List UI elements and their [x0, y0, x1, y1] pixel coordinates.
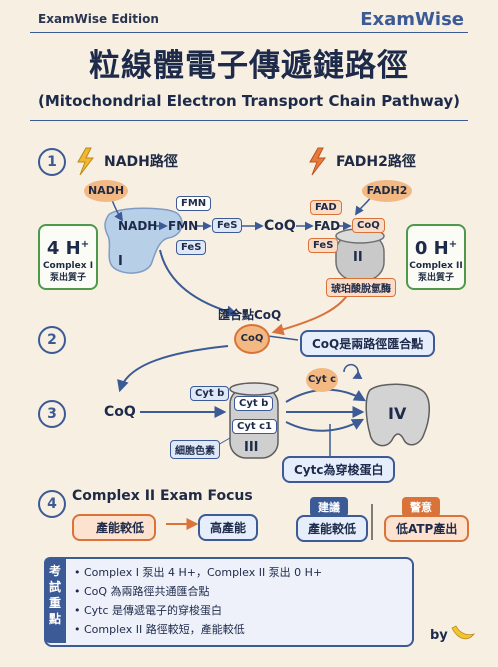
step-3-badge: 3 — [38, 400, 66, 428]
complex1-proton-line1: Complex I — [42, 261, 94, 271]
lightning-icon-fadh2 — [309, 147, 327, 176]
cytc-blob: Cyt c — [306, 368, 338, 392]
summary-side-char: 試 — [48, 580, 61, 594]
low-energy-pill: 產能較低 — [72, 514, 157, 541]
succinate-dehydrogenase-tag: 琥珀酸脫氫酶 — [326, 278, 396, 297]
fes-tag-2: FeS — [176, 240, 207, 255]
chain-coq: CoQ — [264, 218, 296, 234]
complex2-proton-value: 0 H — [414, 238, 449, 259]
chain-fad: FAD — [314, 219, 341, 233]
warn-header: 警意 — [402, 497, 440, 517]
merge-point-label: 匯合點CoQ — [218, 308, 282, 322]
cytb-tag: Cyt b — [190, 386, 230, 401]
page-title: 粒線體電子傳遞鏈路徑 — [89, 48, 409, 84]
complex2-proton-box: 0 H+ Complex II 泵出質子 — [406, 224, 466, 290]
summary-side-char: 重 — [48, 596, 61, 610]
cycle-icon — [343, 363, 363, 379]
complex4-shape — [365, 383, 430, 447]
complex2-proton-line1: Complex II — [409, 261, 463, 271]
complex2-proton-line2: 泵出質子 — [417, 273, 454, 283]
nadh-blob: NADH — [84, 180, 128, 202]
banana-icon — [451, 625, 476, 640]
byline: by — [430, 628, 448, 643]
coq-tag: CoQ — [352, 218, 385, 233]
cytc-shuttle-note: Cytc為穿梭蛋白 — [282, 456, 396, 483]
summary-side-char: 點 — [48, 612, 61, 626]
cytochrome-tag: 細胞色素 — [170, 440, 220, 459]
cytc1-inner-tag: Cyt c1 — [232, 419, 278, 434]
fadh2-pathway-title: FADH2路徑 — [336, 154, 416, 170]
summary-side-char: 考 — [48, 564, 61, 578]
page-subtitle: (Mitochondrial Electron Transport Chain … — [37, 92, 461, 110]
complex2-label: II — [353, 250, 363, 265]
step-2-badge: 2 — [38, 326, 66, 354]
lightning-icon-nadh — [77, 147, 95, 176]
fes-tag-3: FeS — [308, 238, 339, 253]
summary-item: • Complex II 路徑較短，產能較低 — [74, 623, 245, 636]
exam-focus-heading: Complex II Exam Focus — [72, 488, 253, 504]
header-rule — [30, 32, 468, 33]
summary-item: • CoQ 為兩路徑共通匯合點 — [74, 585, 210, 598]
nadh-pathway-title: NADH路徑 — [104, 154, 178, 170]
summary-item: • Complex I 泵出 4 H+，Complex II 泵出 0 H+ — [74, 566, 323, 579]
step-1-badge: 1 — [38, 148, 66, 176]
chain-fmn: FMN — [168, 219, 199, 233]
cytb-inner-tag: Cyt b — [234, 396, 274, 411]
complex1-shape — [104, 207, 183, 274]
complex1-label: I — [118, 254, 123, 269]
chain-nadh: NADH — [118, 219, 158, 233]
summary-box — [44, 557, 414, 647]
fes-tag-1: FeS — [212, 218, 243, 233]
fadh2-blob: FADH2 — [362, 180, 412, 202]
fad-tag: FAD — [310, 200, 342, 215]
fmn-tag: FMN — [176, 196, 212, 211]
suggest-header: 建議 — [310, 497, 348, 517]
complex1-proton-line2: 泵出質子 — [49, 273, 86, 283]
brand-logo: ExamWise — [360, 9, 464, 30]
complex1-proton-value: 4 H — [46, 238, 81, 259]
complex1-proton-sup: + — [80, 239, 90, 250]
summary-item: • Cytc 是傳遞電子的穿梭蛋白 — [74, 604, 223, 617]
complex3-label: III — [244, 440, 259, 455]
warn-body: 低ATP產出 — [384, 515, 470, 542]
high-energy-pill: 高產能 — [198, 514, 259, 541]
complex2-proton-sup: + — [448, 239, 458, 250]
coq-merge-note: CoQ是兩路徑匯合點 — [300, 330, 436, 357]
section3-coq: CoQ — [104, 404, 136, 420]
step-4-badge: 4 — [38, 490, 66, 518]
coq-merge-circle: CoQ — [234, 324, 270, 354]
complex1-proton-box: 4 H+ Complex I 泵出質子 — [38, 224, 98, 290]
summary-side-label: 考 試 重 點 — [44, 557, 66, 643]
suggest-body: 產能較低 — [296, 515, 369, 542]
title-rule — [30, 120, 468, 121]
complex4-label: IV — [388, 404, 407, 423]
summary-list: • Complex I 泵出 4 H+，Complex II 泵出 0 H+ •… — [74, 563, 322, 639]
edition-label: ExamWise Edition — [38, 12, 159, 26]
